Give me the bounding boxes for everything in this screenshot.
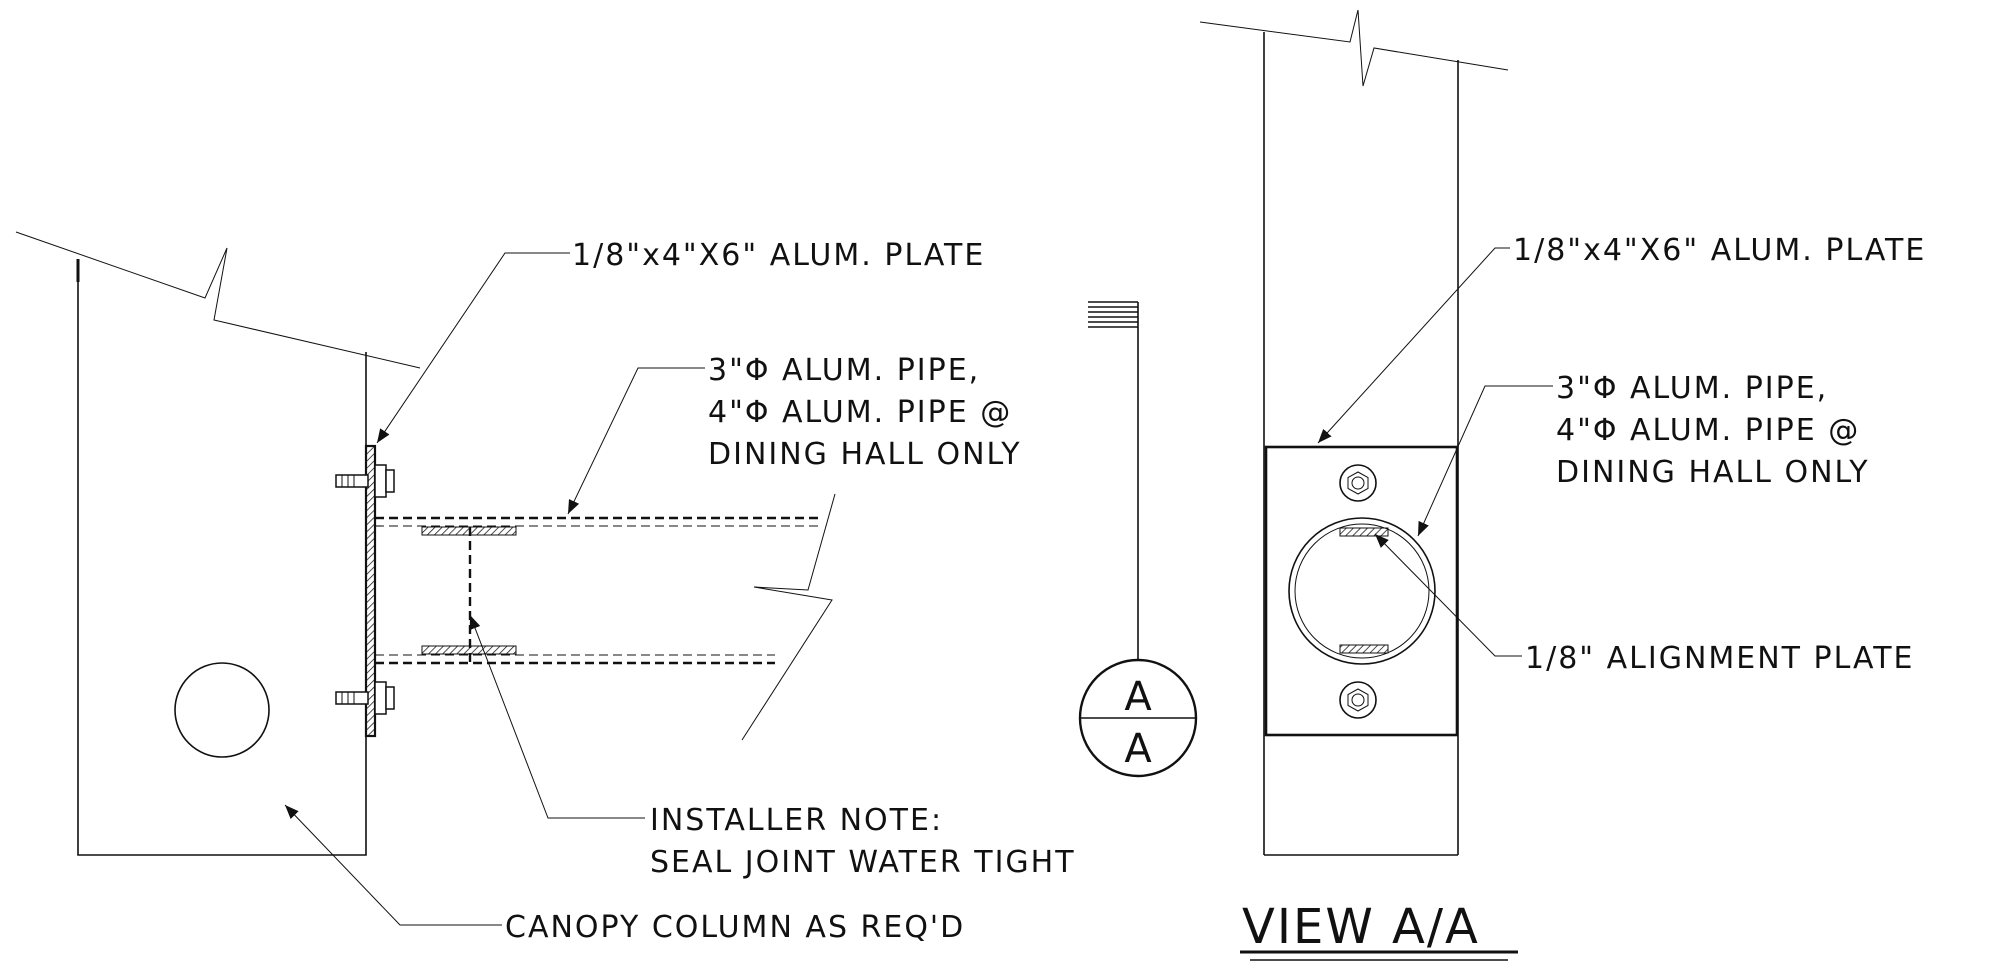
label-column: CANOPY COLUMN AS REQ'D [505, 910, 965, 945]
bolt-face-upper [1339, 464, 1377, 502]
section-marker-bottom: A [1124, 726, 1152, 772]
view-title-underline [1240, 950, 1518, 961]
label-pipe-left-1: 3"Φ ALUM. PIPE, [708, 353, 980, 388]
label-plate-left: 1/8"x4"X6" ALUM. PLATE [572, 238, 985, 273]
alum-plate-side [364, 444, 377, 738]
label-alignment-plate: 1/8" ALIGNMENT PLATE [1525, 641, 1915, 676]
bolt-upper [335, 464, 395, 498]
bolt-face-lower [1339, 681, 1377, 719]
label-pipe-left-2: 4"Φ ALUM. PIPE @ [708, 395, 1012, 430]
canopy-column-elevation [15, 231, 421, 856]
view-aa [1199, 9, 1509, 856]
label-plate-right: 1/8"x4"X6" ALUM. PLATE [1513, 233, 1926, 268]
section-marker [1078, 301, 1198, 778]
label-pipe-left-3: DINING HALL ONLY [708, 437, 1022, 472]
label-pipe-right-2: 4"Φ ALUM. PIPE @ [1556, 413, 1860, 448]
section-marker-top: A [1124, 674, 1152, 720]
label-pipe-right-1: 3"Φ ALUM. PIPE, [1556, 371, 1828, 406]
view-title: VIEW A/A [1242, 899, 1480, 955]
label-pipe-right-3: DINING HALL ONLY [1556, 455, 1870, 490]
leaders-left [284, 252, 705, 926]
label-installer-1: INSTALLER NOTE: [650, 803, 943, 838]
alum-pipe-side [375, 493, 836, 741]
bolt-lower [335, 681, 395, 715]
label-installer-2: SEAL JOINT WATER TIGHT [650, 845, 1076, 880]
leaders-right [1317, 247, 1553, 657]
